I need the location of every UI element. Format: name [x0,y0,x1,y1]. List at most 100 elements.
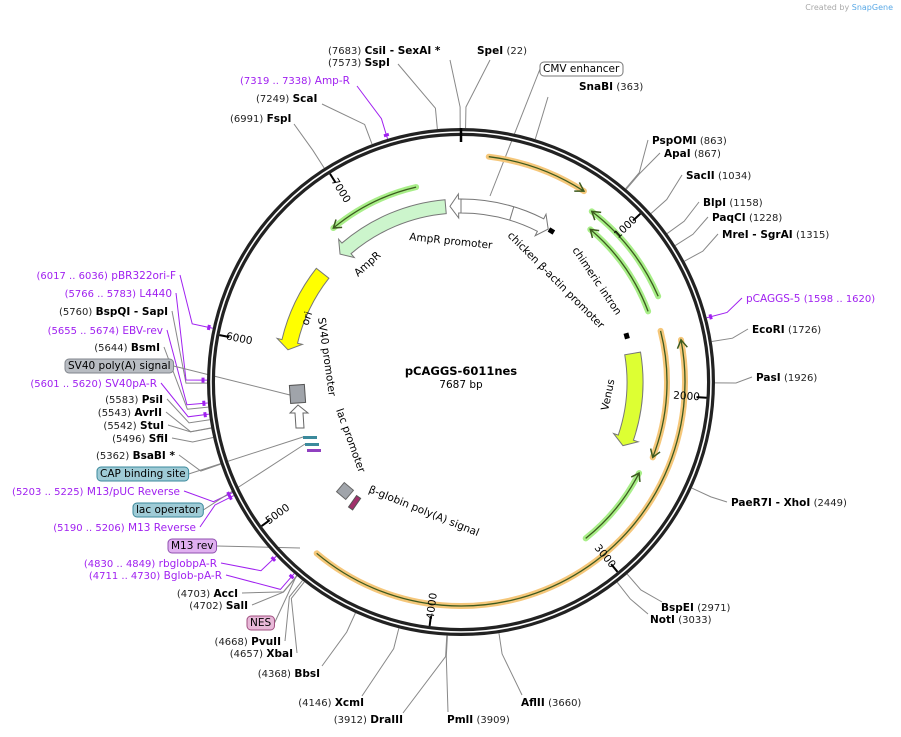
feature-label-ampr[interactable]: AmpR [352,249,383,279]
site-label[interactable]: (5601 .. 5620) SV40pA-R [30,378,157,390]
site-sacii[interactable]: SacII (1034) [686,170,751,182]
site-label[interactable]: BlpI (1158) [703,197,763,209]
site-label[interactable]: (7573) SspI [328,57,390,69]
site-label[interactable]: (3912) DraIII [334,714,403,726]
feature-box-nes[interactable]: NES [246,615,275,631]
site-label[interactable]: BspEI (2971) [661,602,731,614]
primer-m13-puc-reverse[interactable]: (5203 .. 5225) M13/pUC Reverse [12,486,180,498]
feature-box-lac-operator[interactable]: lac operator [132,502,204,518]
feature-box-label[interactable]: CMV enhancer [543,63,620,75]
site-label[interactable]: (5496) SfiI [112,433,168,445]
site-draiii[interactable]: (3912) DraIII [334,714,403,726]
site-psii[interactable]: (5583) PsiI [105,394,163,406]
feature-box-label[interactable]: CAP binding site [100,468,186,480]
site-bsmi[interactable]: (5644) BsmI [94,342,160,354]
feature-ampr-promoter[interactable] [449,192,462,220]
site-label[interactable]: (5644) BsmI [94,342,160,354]
site-spei[interactable]: SpeI (22) [477,45,527,57]
site-label[interactable]: (4702) SalI [189,600,248,612]
primer-l4440[interactable]: (5766 .. 5783) L4440 [65,288,172,300]
site-label[interactable]: (4668) PvuII [215,636,281,648]
site-label[interactable]: PmlI (3909) [447,714,510,726]
site-ecori[interactable]: EcoRI (1726) [752,324,821,336]
site-csii[interactable]: (7683) CsiI - SexAI * [328,45,441,57]
feature-box-m13-rev[interactable]: M13 rev [167,538,218,554]
site-pspomi[interactable]: PspOMI (863) [652,135,727,147]
primer-bglob-pa-r[interactable]: (4711 .. 4730) Bglob-pA-R [89,570,222,582]
primer-rbglobpa-r[interactable]: (4830 .. 4849) rbglobpA-R [84,558,217,570]
site-fspi[interactable]: (6991) FspI [230,113,291,125]
site-scai[interactable]: (7249) ScaI [256,93,317,105]
feature-venus[interactable] [612,351,644,447]
feature-box-label[interactable]: M13 rev [171,540,214,552]
site-label[interactable]: (4146) XcmI [298,697,364,709]
feature-sv40-promoter[interactable] [288,404,310,429]
feature-cap-binding-site[interactable] [303,436,317,439]
feature-beta-globin-intron[interactable] [335,481,355,501]
feature-m13-rev[interactable] [307,449,321,452]
site-label[interactable]: (4657) XbaI [230,648,293,660]
primer-ebv-rev[interactable]: (5655 .. 5674) EBV-rev [48,325,163,337]
feature-box-sv40-poly-a-signal[interactable]: SV40 poly(A) signal [64,358,175,374]
site-label[interactable]: (4830 .. 4849) rbglobpA-R [84,558,217,570]
site-label[interactable]: (5766 .. 5783) L4440 [65,288,172,300]
primer-pbr322ori-f[interactable]: (6017 .. 6036) pBR322ori-F [37,270,176,282]
site-label[interactable]: (5542) StuI [103,420,164,432]
feature-label-ori[interactable]: ori [299,310,315,327]
site-noti[interactable]: NotI (3033) [650,614,712,626]
site-bspei[interactable]: BspEI (2971) [661,602,731,614]
feature-label-lac-promoter[interactable]: lac promoter [333,407,367,475]
site-snabi[interactable]: SnaBI (363) [579,81,643,93]
feature-sv40-ori[interactable] [288,383,307,405]
feature-chimeric-intron-end[interactable] [623,332,630,340]
orf-arc[interactable] [587,226,652,315]
site-label[interactable]: (6991) FspI [230,113,291,125]
site-label[interactable]: (5583) PsiI [105,394,163,406]
feature-lac-operator[interactable] [305,443,319,446]
site-mrei[interactable]: MreI - SgrAI (1315) [722,229,829,241]
feature-ampr[interactable] [338,199,447,259]
feature-label-sv40-promoter[interactable]: SV40 promoter [315,317,338,398]
site-bsabi-[interactable]: (5362) BsaBI * [96,450,176,462]
site-label[interactable]: EcoRI (1726) [752,324,821,336]
site-label[interactable]: (5655 .. 5674) EBV-rev [48,325,163,337]
site-label[interactable]: SnaBI (363) [579,81,643,93]
site-label[interactable]: PaqCI (1228) [712,212,782,224]
site-sspi[interactable]: (7573) SspI [328,57,390,69]
site-pasi[interactable]: PasI (1926) [756,372,817,384]
site-xcmi[interactable]: (4146) XcmI [298,697,364,709]
site-label[interactable]: SpeI (22) [477,45,527,57]
site-label[interactable]: (5362) BsaBI * [96,450,176,462]
feature-box-label[interactable]: NES [250,617,271,629]
orf-arc[interactable] [485,153,587,195]
site-label[interactable]: (4368) BbsI [258,668,320,680]
site-aflii[interactable]: AflII (3660) [521,697,581,709]
site-pvuii[interactable]: (4668) PvuII [215,636,281,648]
site-paqci[interactable]: PaqCI (1228) [712,212,782,224]
primer-m13-reverse[interactable]: (5190 .. 5206) M13 Reverse [53,522,196,534]
site-label[interactable]: (7319 .. 7338) Amp-R [240,75,350,87]
site-label[interactable]: (4703) AccI [177,588,238,600]
feature-box-label[interactable]: lac operator [136,504,200,516]
site-label[interactable]: (4711 .. 4730) Bglob-pA-R [89,570,222,582]
feature-ori[interactable] [275,267,330,351]
primer-pcaggs-5[interactable]: pCAGGS-5 (1598 .. 1620) [746,293,875,305]
site-label[interactable]: PasI (1926) [756,372,817,384]
site-xbai[interactable]: (4657) XbaI [230,648,293,660]
feature-beta-globin-polya[interactable] [347,494,362,511]
primer-amp-r[interactable]: (7319 .. 7338) Amp-R [240,75,350,87]
site-label[interactable]: PaeR7I - XhoI (2449) [731,497,847,509]
feature-label-ampr-promoter[interactable]: AmpR promoter [409,231,494,252]
site-label[interactable]: AflII (3660) [521,697,581,709]
site-label[interactable]: ApaI (867) [664,148,721,160]
site-apai[interactable]: ApaI (867) [664,148,721,160]
site-paer7i[interactable]: PaeR7I - XhoI (2449) [731,497,847,509]
site-bbsi[interactable]: (4368) BbsI [258,668,320,680]
feature-box-cmv-enhancer[interactable]: CMV enhancer [539,61,624,77]
site-bspqi[interactable]: (5760) BspQI - SapI [59,306,168,318]
site-label[interactable]: (5760) BspQI - SapI [59,306,168,318]
site-pmli[interactable]: PmlI (3909) [447,714,510,726]
site-label[interactable]: (5190 .. 5206) M13 Reverse [53,522,196,534]
feature-label-venus[interactable]: Venus [599,378,617,411]
site-label[interactable]: (6017 .. 6036) pBR322ori-F [37,270,176,282]
